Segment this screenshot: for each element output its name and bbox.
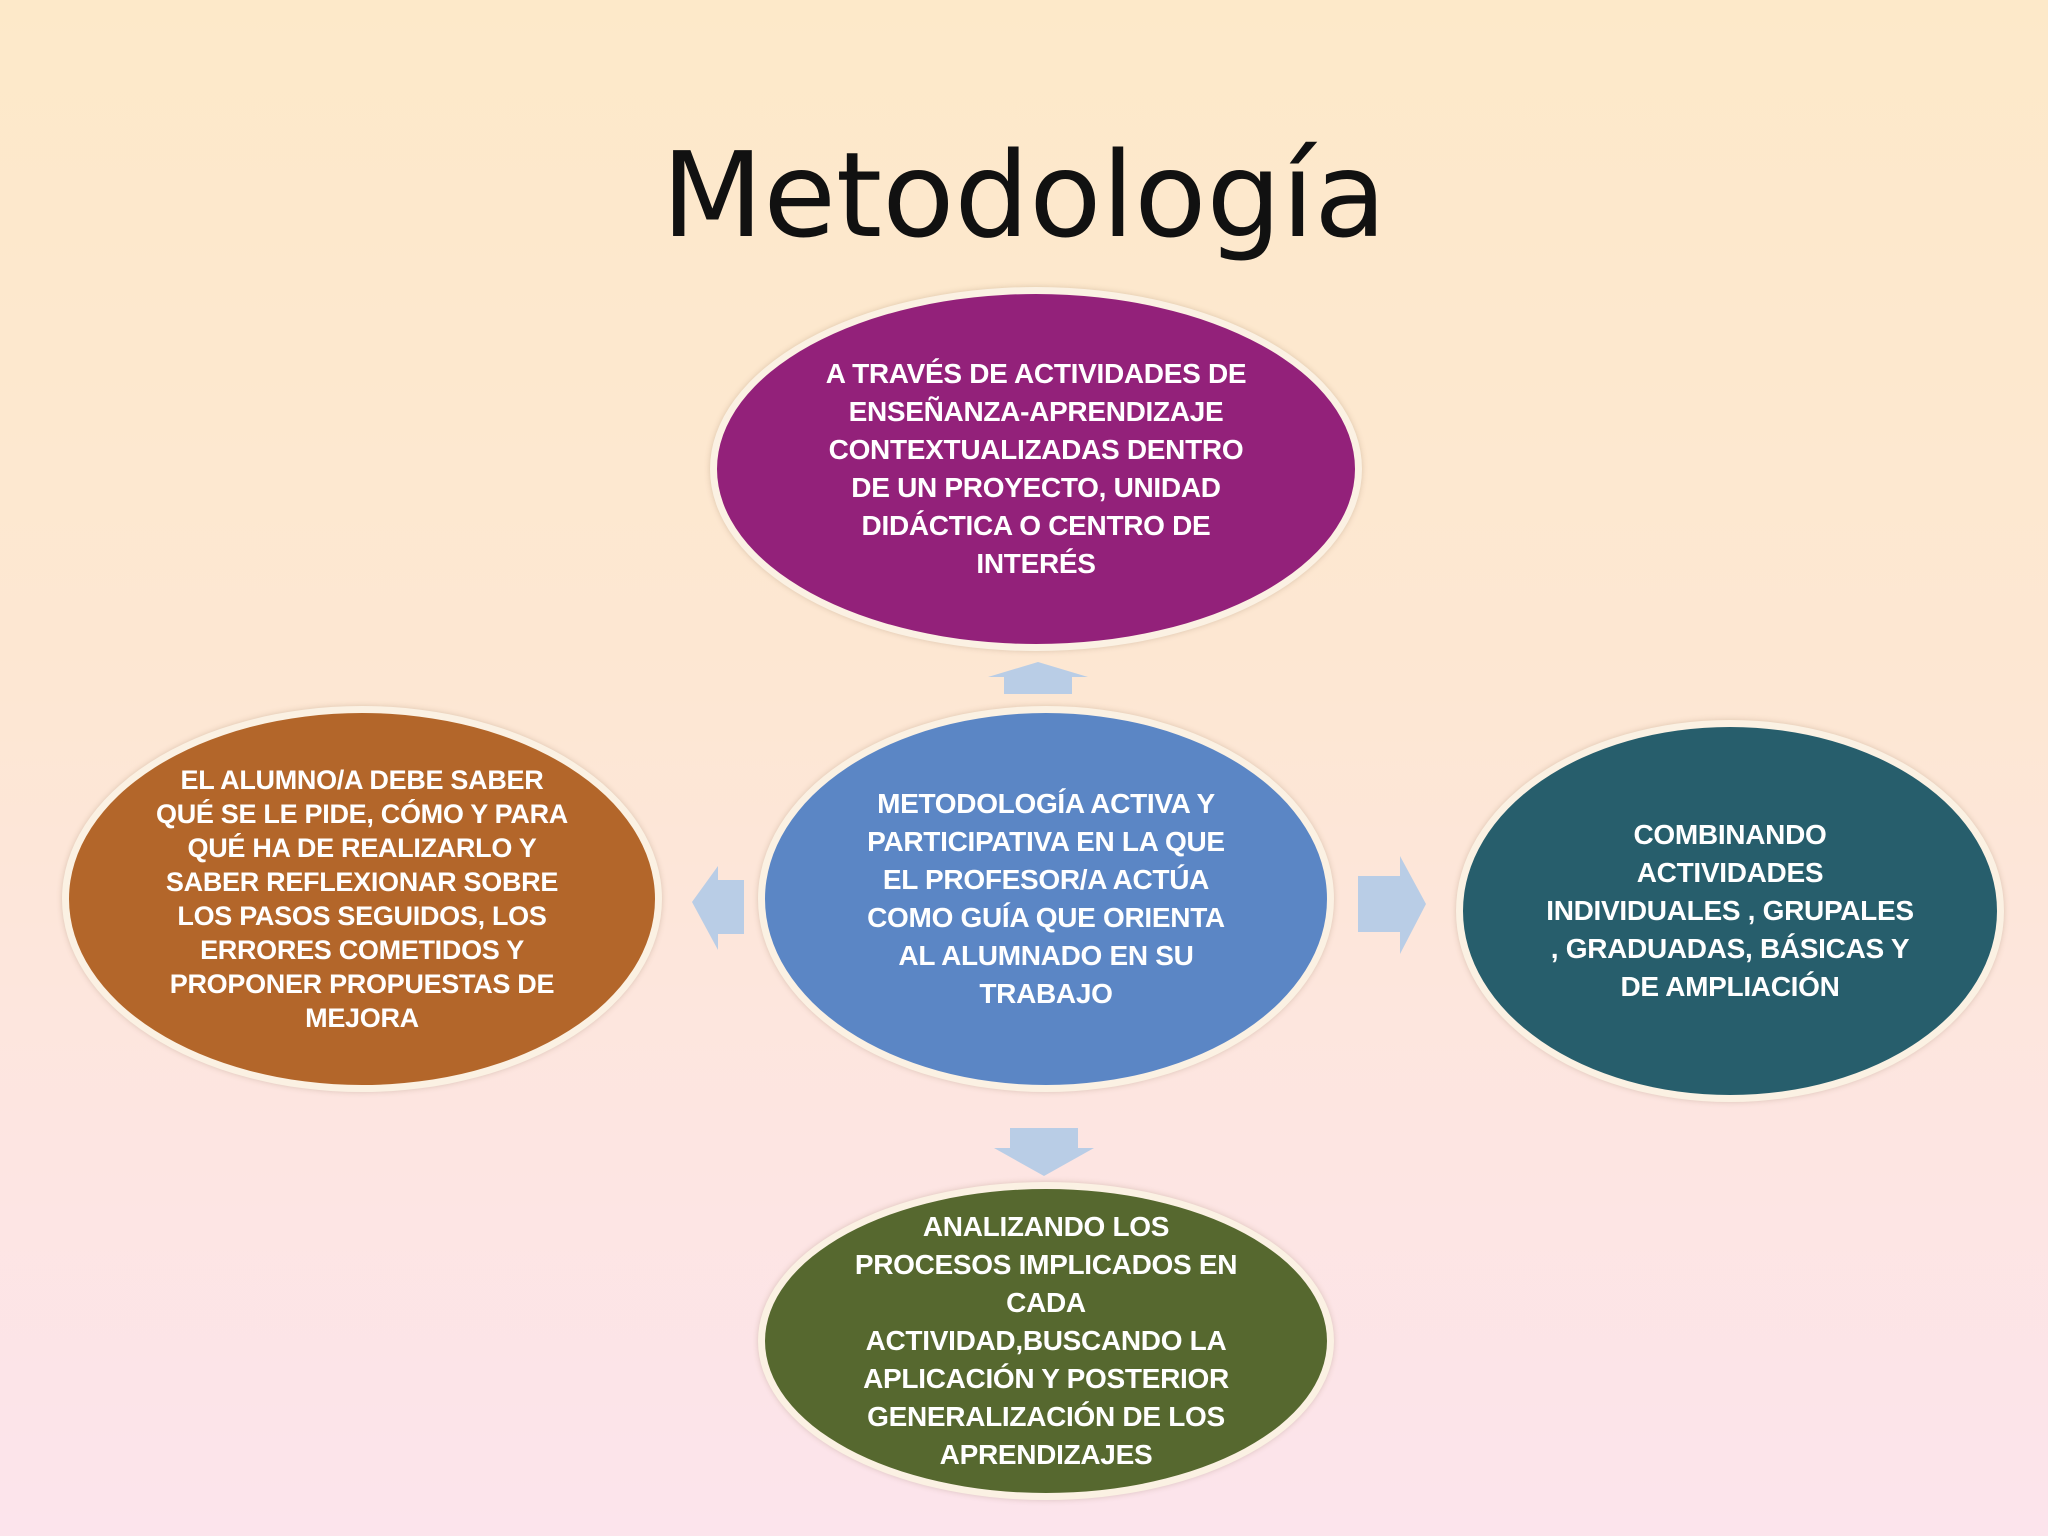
node-right-combinando: Combinando actividades individuales , gr… xyxy=(1456,720,2004,1102)
arrow-down-icon xyxy=(994,1128,1094,1176)
arrow-left-icon xyxy=(692,866,744,950)
slide-title: Metodología xyxy=(661,126,1387,264)
node-top-actividades: A través de actividades de enseñanza-apr… xyxy=(710,287,1362,651)
node-bottom-analizando: Analizando los procesos implicados en ca… xyxy=(758,1182,1334,1500)
node-left-text: El alumno/a debe saber qué se le pide, c… xyxy=(156,765,568,1033)
node-bottom-text: Analizando los procesos implicados en ca… xyxy=(854,1211,1238,1470)
node-left-alumno: El alumno/a debe saber qué se le pide, c… xyxy=(62,706,662,1092)
node-right-text: Combinando actividades individuales , gr… xyxy=(1546,819,1914,1002)
node-top-text: A través de actividades de enseñanza-apr… xyxy=(825,358,1247,579)
arrow-up-icon xyxy=(988,662,1088,694)
arrow-right-icon xyxy=(1358,856,1426,954)
node-center-text: Metodología activa y participativa en la… xyxy=(867,788,1225,1009)
node-center-metodologia: Metodología activa y participativa en la… xyxy=(758,706,1334,1092)
